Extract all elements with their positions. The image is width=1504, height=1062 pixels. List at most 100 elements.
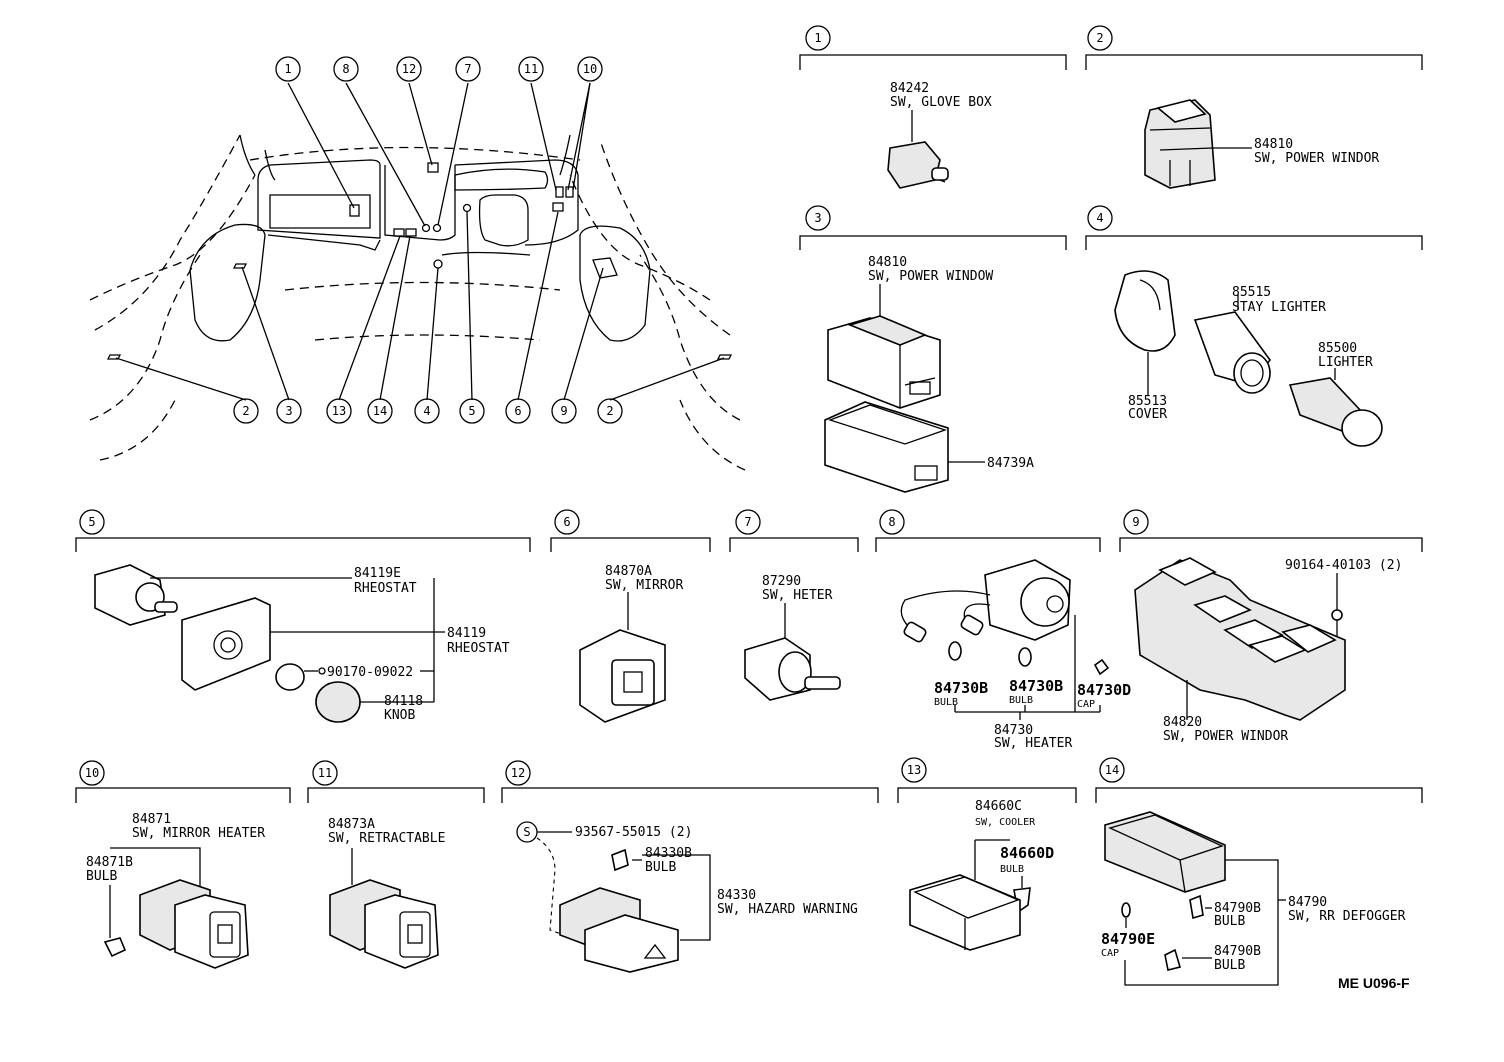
svg-text:SW, COOLER: SW, COOLER xyxy=(975,817,1036,828)
panel-14-rr-defogger: 14 84790 SW, RR DEFOGGER 84790B BULB 847… xyxy=(1095,757,1423,986)
svg-text:2: 2 xyxy=(1096,31,1103,45)
svg-text:BULB: BULB xyxy=(1214,958,1245,973)
callout-10: 10 xyxy=(577,56,603,82)
svg-text:SW, HETER: SW, HETER xyxy=(762,588,833,603)
svg-text:84790E: 84790E xyxy=(1101,930,1155,948)
svg-text:SW, RR DEFOGGER: SW, RR DEFOGGER xyxy=(1288,909,1406,924)
svg-text:BULB: BULB xyxy=(1000,864,1024,875)
svg-text:3: 3 xyxy=(285,404,292,418)
svg-text:7: 7 xyxy=(744,515,751,529)
svg-text:4: 4 xyxy=(1096,211,1103,225)
callout-9: 9 xyxy=(551,398,577,424)
svg-text:10: 10 xyxy=(85,766,99,780)
svg-text:LIGHTER: LIGHTER xyxy=(1318,355,1373,370)
svg-text:84810: 84810 xyxy=(1254,137,1293,152)
svg-text:8: 8 xyxy=(342,62,349,76)
svg-text:SW, POWER WINDOW: SW, POWER WINDOW xyxy=(868,269,993,284)
svg-text:5: 5 xyxy=(468,404,475,418)
svg-text:14: 14 xyxy=(1105,763,1119,777)
panel-6-mirror: 6 84870A SW, MIRROR xyxy=(550,509,711,723)
callout-11: 11 xyxy=(518,56,544,82)
svg-text:84730: 84730 xyxy=(994,723,1033,738)
panel-3-power-window: 3 84810 SW, POWER WINDOW 84739A xyxy=(799,205,1067,493)
svg-text:84119E: 84119E xyxy=(354,566,401,581)
svg-text:SW, POWER WINDOR: SW, POWER WINDOR xyxy=(1254,151,1379,166)
svg-text:85513: 85513 xyxy=(1128,394,1167,409)
callout-2: 2 xyxy=(233,398,259,424)
svg-text:CAP: CAP xyxy=(1101,948,1119,959)
svg-text:10: 10 xyxy=(583,62,597,76)
callout-5: 5 xyxy=(459,398,485,424)
svg-text:8: 8 xyxy=(888,515,895,529)
svg-text:84242: 84242 xyxy=(890,81,929,96)
panel-8-heater: 8 84730B BULB 84730B BULB 84730D CAP 847… xyxy=(875,509,1131,751)
callout-8: 8 xyxy=(333,56,359,82)
panel-1-glove-box: 1 84242 SW, GLOVE BOX xyxy=(799,25,1067,189)
svg-text:1: 1 xyxy=(814,31,821,45)
svg-text:7: 7 xyxy=(464,62,471,76)
svg-text:14: 14 xyxy=(373,404,387,418)
svg-text:84871: 84871 xyxy=(132,812,171,827)
svg-text:6: 6 xyxy=(563,515,570,529)
svg-text:SW, MIRROR: SW, MIRROR xyxy=(605,578,683,593)
svg-text:3: 3 xyxy=(814,211,821,225)
svg-text:2: 2 xyxy=(606,404,613,418)
svg-text:90164-40103 (2): 90164-40103 (2) xyxy=(1285,558,1402,573)
svg-text:SW, POWER WINDOR: SW, POWER WINDOR xyxy=(1163,729,1288,744)
panel-12-hazard: 12 S 93567-55015 (2) 84330B BULB 84330 S… xyxy=(501,760,879,973)
callout-6: 6 xyxy=(505,398,531,424)
svg-text:90170-09022: 90170-09022 xyxy=(327,665,413,680)
panel-5-rheostat: 5 84119E RHEOSTAT 84119 RHEOSTAT 90170-0… xyxy=(75,509,531,723)
svg-text:BULB: BULB xyxy=(934,697,958,708)
svg-text:9: 9 xyxy=(560,404,567,418)
svg-text:84873A: 84873A xyxy=(328,817,375,832)
svg-text:84330: 84330 xyxy=(717,888,756,903)
svg-text:RHEOSTAT: RHEOSTAT xyxy=(354,581,417,596)
callout-14: 14 xyxy=(367,398,393,424)
svg-text:CAP: CAP xyxy=(1077,699,1095,710)
svg-text:RHEOSTAT: RHEOSTAT xyxy=(447,641,510,656)
svg-text:13: 13 xyxy=(332,404,346,418)
reference-code: ME U096-F xyxy=(1338,975,1410,991)
svg-text:BULB: BULB xyxy=(1009,695,1033,706)
svg-text:KNOB: KNOB xyxy=(384,708,415,723)
svg-text:93567-55015 (2): 93567-55015 (2) xyxy=(575,825,692,840)
svg-text:84820: 84820 xyxy=(1163,715,1202,730)
svg-text:11: 11 xyxy=(318,766,332,780)
svg-text:SW, GLOVE BOX: SW, GLOVE BOX xyxy=(890,95,992,110)
svg-text:84119: 84119 xyxy=(447,626,486,641)
svg-text:S: S xyxy=(523,825,530,839)
svg-text:84660D: 84660D xyxy=(1000,844,1054,862)
callout-4: 4 xyxy=(414,398,440,424)
panel-2-power-windor: 2 84810 SW, POWER WINDOR xyxy=(1085,25,1423,189)
svg-text:84790B: 84790B xyxy=(1214,901,1261,916)
panel-7-heter: 7 87290 SW, HETER xyxy=(729,509,859,701)
svg-text:STAY LIGHTER: STAY LIGHTER xyxy=(1232,300,1326,315)
svg-text:84871B: 84871B xyxy=(86,855,133,870)
svg-text:COVER: COVER xyxy=(1128,407,1167,422)
panel-10-mirror-heater: 10 84871 SW, MIRROR HEATER 84871B BULB xyxy=(75,760,291,969)
svg-text:84790B: 84790B xyxy=(1214,944,1261,959)
svg-text:BULB: BULB xyxy=(86,869,117,884)
panel-9-power-windor: 9 90164-40103 (2) 84820 SW, POWER WINDOR xyxy=(1119,509,1423,744)
svg-text:BULB: BULB xyxy=(645,860,676,875)
svg-text:84118: 84118 xyxy=(384,694,423,709)
svg-text:84810: 84810 xyxy=(868,255,907,270)
callout-2b: 2 xyxy=(597,398,623,424)
svg-text:SW, HEATER: SW, HEATER xyxy=(994,736,1072,751)
svg-text:4: 4 xyxy=(423,404,430,418)
callout-7: 7 xyxy=(455,56,481,82)
svg-text:85515: 85515 xyxy=(1232,285,1271,300)
svg-text:84739A: 84739A xyxy=(987,456,1034,471)
svg-text:SW, MIRROR HEATER: SW, MIRROR HEATER xyxy=(132,826,265,841)
svg-text:13: 13 xyxy=(907,763,921,777)
svg-text:84870A: 84870A xyxy=(605,564,652,579)
callout-12: 12 xyxy=(396,56,422,82)
svg-text:84730B: 84730B xyxy=(1009,677,1063,695)
svg-text:84330B: 84330B xyxy=(645,846,692,861)
svg-text:BULB: BULB xyxy=(1214,914,1245,929)
svg-text:12: 12 xyxy=(511,766,525,780)
svg-text:SW, RETRACTABLE: SW, RETRACTABLE xyxy=(328,831,445,846)
svg-text:6: 6 xyxy=(514,404,521,418)
